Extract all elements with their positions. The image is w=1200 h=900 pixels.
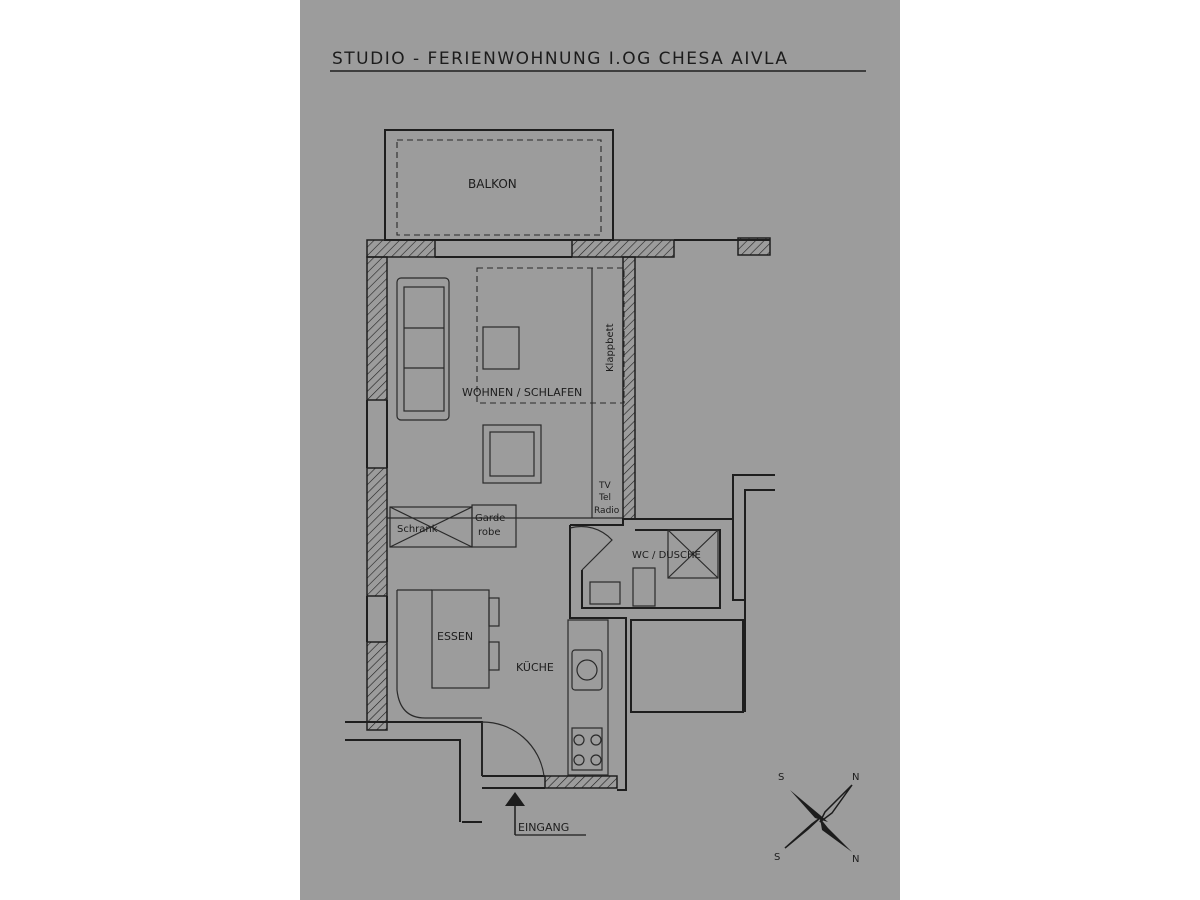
- exterior-walls: [345, 237, 771, 823]
- tv-label: TV: [598, 481, 611, 491]
- balkon-label: BALKON: [468, 177, 517, 191]
- floor-plan-sheet: STUDIO - FERIENWOHNUNG I.OG CHESA AIVLA …: [300, 0, 900, 900]
- klappbett-label: Klappbett: [605, 323, 616, 372]
- dining-kitchen: ESSEN KÜCHE: [396, 589, 609, 777]
- garderobe-label-1: Garde: [475, 513, 505, 524]
- essen-label: ESSEN: [437, 630, 473, 643]
- kueche-label: KÜCHE: [516, 661, 554, 674]
- bathroom: WC / DUSCHE: [569, 474, 775, 791]
- compass-rose-icon: N N S S: [774, 772, 859, 865]
- floor-plan-drawing: STUDIO - FERIENWOHNUNG I.OG CHESA AIVLA …: [330, 49, 866, 865]
- compass-n-top: N: [852, 772, 859, 783]
- wardrobe: Schrank Garde robe: [389, 504, 517, 548]
- wohnen-label: WOHNEN / SCHLAFEN: [462, 386, 582, 399]
- living-furniture: WOHNEN / SCHLAFEN Klappbett TV Tel Radio: [387, 267, 625, 519]
- wc-label: WC / DUSCHE: [632, 550, 701, 561]
- compass-s-top: S: [778, 772, 784, 783]
- garderobe-label-2: robe: [478, 527, 501, 538]
- compass-s-bottom: S: [774, 852, 780, 863]
- tel-label: Tel: [598, 493, 611, 503]
- schrank-label: Schrank: [397, 524, 438, 535]
- entrance-marker: EINGANG: [505, 792, 586, 836]
- radio-label: Radio: [594, 506, 620, 516]
- compass-n-bottom: N: [852, 854, 859, 865]
- eingang-label: EINGANG: [518, 821, 569, 834]
- plan-title: STUDIO - FERIENWOHNUNG I.OG CHESA AIVLA: [332, 49, 788, 69]
- balcony: BALKON: [384, 129, 614, 241]
